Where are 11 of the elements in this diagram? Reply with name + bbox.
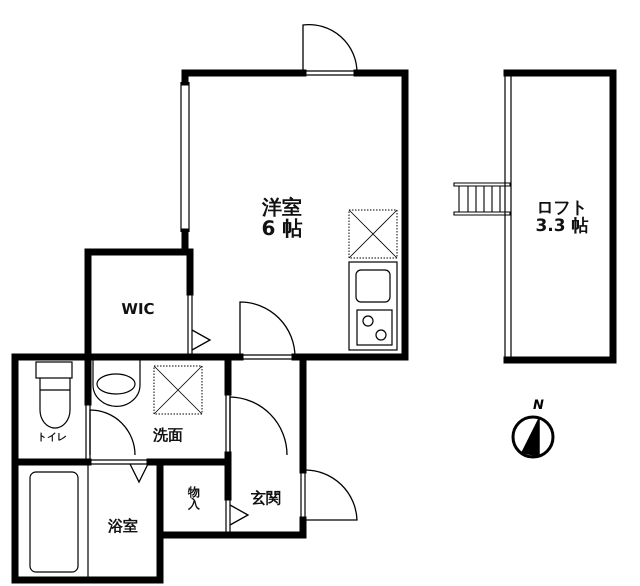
- north-label: N: [533, 398, 544, 413]
- room-label: 浴室: [93, 519, 153, 535]
- room-label: 洗面: [138, 428, 198, 444]
- room-label: ロフト: [536, 200, 588, 218]
- area-label: 3.3 帖: [535, 218, 589, 236]
- area-label: 6 帖: [262, 218, 302, 239]
- room-label: WIC: [108, 302, 168, 318]
- room-label: 洋室: [262, 197, 302, 218]
- room-label: 玄関: [236, 491, 296, 507]
- room-label: 物入: [186, 486, 202, 511]
- room-label: トイレ: [27, 432, 77, 443]
